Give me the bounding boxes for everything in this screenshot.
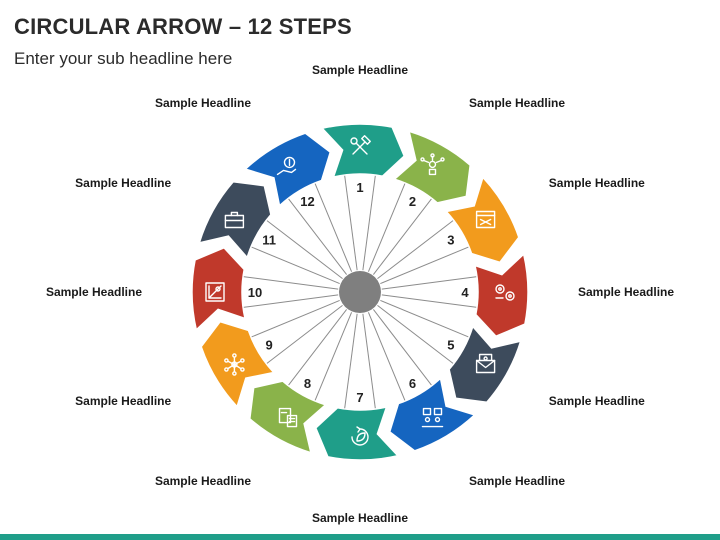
spoke-line <box>247 244 340 285</box>
page-subtitle: Enter your sub headline here <box>14 49 233 68</box>
step-number: 2 <box>409 194 416 209</box>
spoke-line <box>377 217 458 280</box>
spoke-line <box>367 312 408 405</box>
arrow-segment-4 <box>473 252 529 338</box>
spoke-line <box>367 179 408 272</box>
step-number: 11 <box>262 233 276 248</box>
design-tools-icon <box>205 282 225 302</box>
step-headline: Sample Headline <box>155 474 251 488</box>
network-nodes-icon <box>224 353 245 376</box>
leaf-cycle-icon <box>351 426 369 446</box>
arrow-segment-6 <box>388 376 477 452</box>
step-number: 5 <box>447 338 454 353</box>
arrow-segment-12 <box>243 132 332 208</box>
step-number: 4 <box>461 285 469 300</box>
email-icon <box>475 353 496 374</box>
spoke-line <box>238 294 339 309</box>
team-meeting-icon <box>421 407 444 428</box>
spoke-line <box>362 313 377 414</box>
page-title: CIRCULAR ARROW – 12 STEPS <box>14 14 352 39</box>
step-headline: Sample Headline <box>75 176 171 190</box>
arrow-segments <box>191 123 529 461</box>
step-number: 7 <box>356 390 363 405</box>
spoke-line <box>380 299 473 340</box>
money-hand-icon <box>276 156 297 176</box>
arrow-segment-7 <box>314 405 400 461</box>
spoke-line <box>343 313 358 414</box>
spoke-line <box>262 304 343 367</box>
arrow-segment-11 <box>198 181 272 260</box>
web-layout-icon <box>475 210 496 229</box>
spoke-line <box>362 170 377 271</box>
gears-icon <box>495 284 515 301</box>
spoke-line <box>238 275 339 290</box>
spoke-line <box>312 179 353 272</box>
spoke-line <box>285 309 348 390</box>
step-headline: Sample Headline <box>46 285 142 299</box>
step-headline: Sample Headline <box>312 63 408 77</box>
center-hub <box>339 271 381 313</box>
step-headline: Sample Headline <box>469 474 565 488</box>
spoke-line <box>377 304 458 367</box>
spoke-line <box>381 275 482 290</box>
step-headline: Sample Headline <box>549 394 645 408</box>
spoke-line <box>312 312 353 405</box>
spoke-line <box>285 194 348 275</box>
step-number: 6 <box>409 376 416 391</box>
spoke-line <box>381 294 482 309</box>
spoke-line <box>372 194 435 275</box>
step-number: 9 <box>265 338 272 353</box>
bottom-accent-bar <box>0 534 720 540</box>
step-number: 8 <box>304 376 311 391</box>
step-headline: Sample Headline <box>469 96 565 110</box>
briefcase-icon <box>224 211 245 229</box>
step-number: 3 <box>447 233 454 248</box>
checklist-icon <box>278 407 298 428</box>
step-headline: Sample Headline <box>312 511 408 525</box>
step-headline: Sample Headline <box>155 96 251 110</box>
spokes <box>238 170 482 414</box>
step-number: 10 <box>248 285 262 300</box>
spoke-line <box>343 170 358 271</box>
hammer-wrench-icon <box>350 135 371 155</box>
spoke-line <box>247 299 340 340</box>
spoke-line <box>380 244 473 285</box>
spoke-line <box>372 309 435 390</box>
step-number: 12 <box>300 194 314 209</box>
arrow-segment-5 <box>448 324 522 403</box>
spoke-line <box>262 217 343 280</box>
step-headline: Sample Headline <box>549 176 645 190</box>
network-idea-icon <box>420 153 445 176</box>
step-headline: Sample Headline <box>75 394 171 408</box>
step-headline: Sample Headline <box>578 285 674 299</box>
step-number: 1 <box>356 180 363 195</box>
